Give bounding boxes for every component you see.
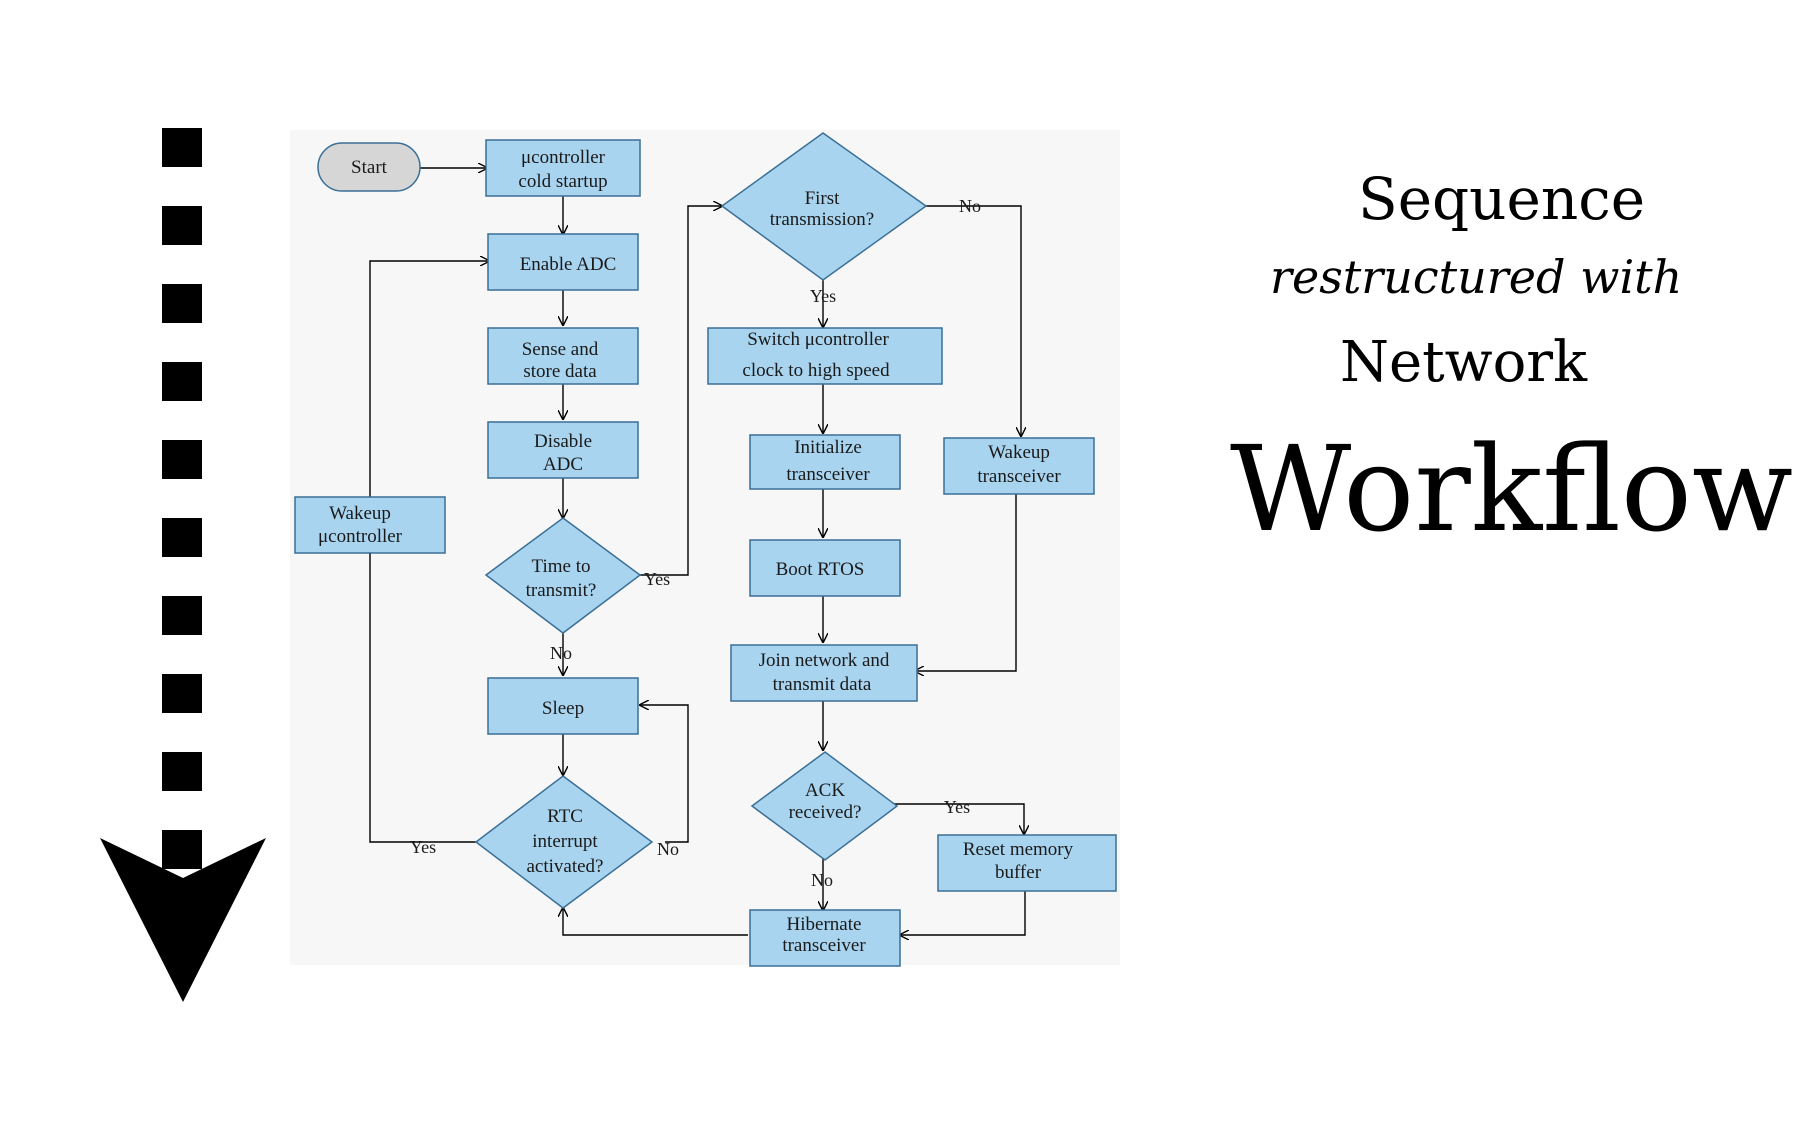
no-rtc-label: No: [657, 839, 679, 859]
boot-rtos-box: [749, 539, 901, 597]
enable-adc-box: [487, 233, 639, 291]
hibernate-label-2: transceiver: [782, 935, 866, 956]
time-to-transmit-label-1: Time to: [532, 556, 591, 577]
start-terminal: [317, 142, 421, 192]
no-transmit-label: No: [550, 643, 572, 663]
switch-clock-box: [707, 327, 943, 385]
start-label: Start: [351, 157, 388, 178]
title-workflow: Workflow: [1230, 420, 1793, 558]
first-transmission-decision: [720, 132, 928, 281]
sleep-label: Sleep: [542, 698, 584, 719]
yes-transmit-label: Yes: [644, 569, 670, 589]
title-restructured: restructured with: [1270, 250, 1683, 304]
hibernate-label-1: Hibernate: [787, 914, 862, 935]
disable-adc-label-2: ADC: [543, 454, 583, 475]
join-network-box: [730, 644, 918, 702]
cold-startup-label-1: μcontroller: [521, 147, 606, 168]
connectors: [370, 168, 1025, 935]
reset-memory-box: [937, 834, 1117, 892]
rtc-label-3: activated?: [526, 856, 603, 877]
join-network-label-2: transmit data: [773, 674, 872, 695]
rtc-interrupt-decision: [474, 775, 654, 909]
disable-adc-box: [487, 421, 639, 479]
ack-received-decision: [750, 751, 899, 861]
yes-first-label: Yes: [810, 286, 836, 306]
wakeup-transceiver-box: [943, 437, 1095, 495]
hibernate-transceiver-box: [749, 909, 901, 967]
reset-memory-label-1: Reset memory: [963, 839, 1074, 860]
no-first-label: No: [959, 196, 981, 216]
init-transceiver-label-1: Initialize: [794, 437, 862, 458]
sense-store-label-2: store data: [523, 361, 597, 382]
rtc-label-1: RTC: [547, 806, 583, 827]
title-sequence: Sequence: [1358, 165, 1646, 233]
reset-memory-label-2: buffer: [995, 862, 1042, 883]
sense-store-box: [487, 327, 639, 385]
ack-label-2: received?: [789, 802, 862, 823]
disable-adc-label-1: Disable: [534, 431, 592, 452]
cold-startup-label-2: cold startup: [518, 171, 607, 192]
cold-startup-box: [485, 139, 641, 197]
switch-clock-label-1: Switch μcontroller: [747, 329, 889, 350]
yes-ack-label: Yes: [944, 797, 970, 817]
dashed-arrow-icon: [100, 128, 266, 1002]
rtc-label-2: interrupt: [532, 831, 598, 852]
wakeup-uc-label-1: Wakeup: [329, 503, 391, 524]
wakeup-transceiver-label-2: transceiver: [977, 466, 1061, 487]
first-transmission-label-2: transmission?: [770, 209, 875, 230]
wakeup-uc-label-2: μcontroller: [318, 526, 403, 547]
first-transmission-label-1: First: [805, 188, 841, 209]
time-to-transmit-label-2: transmit?: [526, 580, 597, 601]
init-transceiver-label-2: transceiver: [786, 464, 870, 485]
enable-adc-label: Enable ADC: [520, 254, 617, 275]
join-network-label-1: Join network and: [759, 650, 890, 671]
boot-rtos-label: Boot RTOS: [776, 559, 865, 580]
wakeup-transceiver-label-1: Wakeup: [988, 442, 1050, 463]
time-to-transmit-decision: [484, 517, 642, 634]
title-network: Network: [1340, 330, 1587, 395]
yes-rtc-label: Yes: [410, 837, 436, 857]
wakeup-ucontroller-box: [294, 496, 446, 554]
no-ack-label: No: [811, 870, 833, 890]
switch-clock-label-2: clock to high speed: [742, 360, 890, 381]
initialize-transceiver-box: [749, 434, 901, 490]
sleep-box: [487, 677, 639, 735]
ack-label-1: ACK: [805, 780, 845, 801]
sense-store-label-1: Sense and: [522, 339, 599, 360]
